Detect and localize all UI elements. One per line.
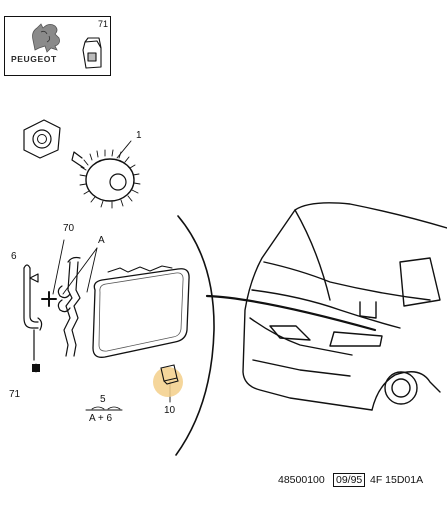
small-part-71-square <box>32 364 40 372</box>
part-10-drawing <box>160 364 179 385</box>
brand-box: PEUGEOT 71 <box>4 16 111 76</box>
callout-70: 70 <box>63 223 75 234</box>
brand-name: PEUGEOT <box>11 54 57 64</box>
footer-reference: 48500100 <box>278 474 325 486</box>
cap-part-drawing <box>23 119 141 209</box>
kit-ref-label: 71 <box>98 19 109 29</box>
detail-circle-outline <box>175 215 215 456</box>
footer-code: 4F 15D01A <box>370 474 424 486</box>
callout-5: 5 <box>100 394 106 405</box>
van-drawing <box>242 202 447 411</box>
footer-date: 09/95 <box>333 473 366 487</box>
clip-part-drawing <box>82 37 102 69</box>
callout-71: 71 <box>9 389 21 400</box>
callout-6: 6 <box>11 251 17 262</box>
callout-1: 1 <box>136 130 142 141</box>
fuel-flap-drawing <box>92 265 190 358</box>
callout-A: A <box>98 235 105 246</box>
peugeot-lion-icon <box>32 23 60 53</box>
hinge-rod-drawing <box>23 264 43 361</box>
flap-hinge-drawing <box>57 256 81 357</box>
detail-leader-line <box>205 294 377 332</box>
callout-A-plus-6: A + 6 <box>89 413 113 424</box>
part-10-highlight <box>153 367 183 397</box>
callout-10: 10 <box>164 405 176 416</box>
